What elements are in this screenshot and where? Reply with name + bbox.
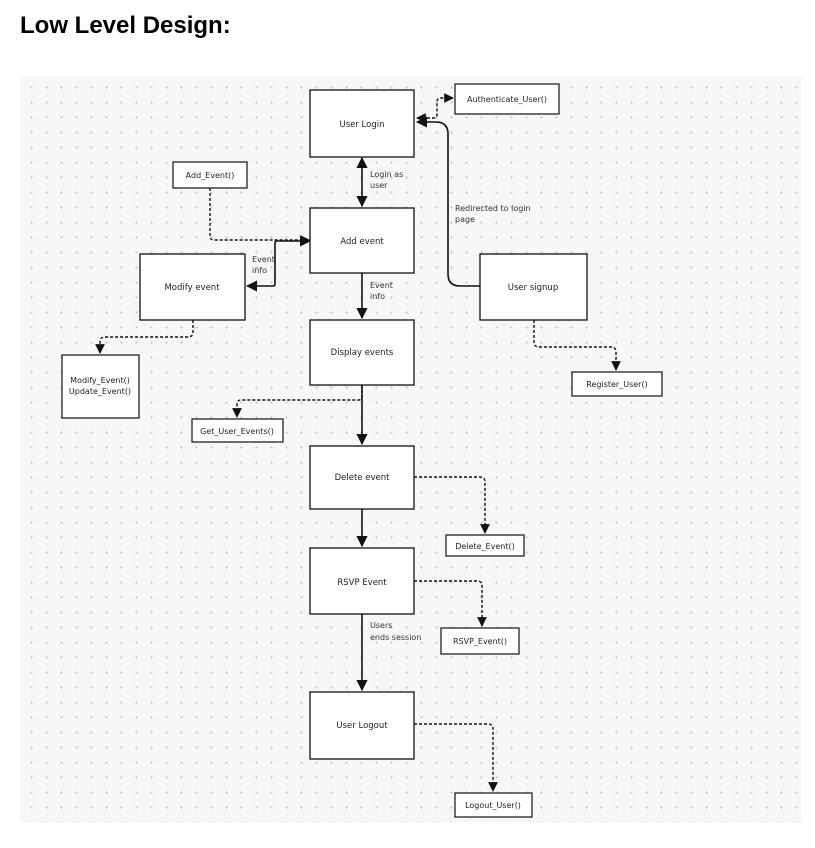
label-redirected-line1: Redirected to login bbox=[455, 204, 531, 213]
fn-get-user-events-label: Get_User_Events() bbox=[200, 427, 274, 436]
fn-register-user-label: Register_User() bbox=[586, 380, 647, 389]
fn-modify-update-event: Modify_Event() Update_Event() bbox=[61, 354, 140, 419]
node-user-signup: User signup bbox=[479, 253, 588, 321]
fn-logout-user-label: Logout_User() bbox=[465, 801, 521, 810]
node-user-logout-label: User Logout bbox=[336, 721, 388, 731]
connector-login-authenticate bbox=[416, 93, 454, 123]
fn-authenticate-user-label: Authenticate_User() bbox=[467, 95, 547, 104]
node-user-logout: User Logout bbox=[309, 691, 415, 760]
fn-logout-user: Logout_User() bbox=[454, 792, 533, 818]
node-delete-event-label: Delete event bbox=[335, 473, 391, 483]
fn-delete-event: Delete_Event() bbox=[445, 534, 525, 557]
label-event-info-down-line1: Event bbox=[370, 281, 393, 290]
node-user-signup-label: User signup bbox=[508, 283, 558, 293]
fn-authenticate-user: Authenticate_User() bbox=[454, 83, 560, 115]
connector-delete-deletefn bbox=[414, 476, 490, 534]
fn-add-event-label: Add_Event() bbox=[186, 171, 235, 180]
label-redirected-line2: page bbox=[455, 215, 475, 224]
node-delete-event: Delete event bbox=[309, 445, 415, 510]
node-modify-event: Modify event bbox=[139, 253, 246, 321]
connector-addeventfn-addevent bbox=[209, 188, 310, 245]
label-event-info-side-line1: Event bbox=[252, 255, 275, 264]
label-event-info-down-line2: info bbox=[370, 292, 385, 301]
label-login-as-user-line2: user bbox=[370, 181, 388, 190]
label-users-ends-session-line2: ends session bbox=[370, 633, 421, 642]
connector-rsvp-rsvpfn bbox=[414, 580, 487, 627]
node-user-login-label: User Login bbox=[339, 120, 384, 130]
node-modify-event-label: Modify event bbox=[164, 283, 220, 293]
node-display-events: Display events bbox=[309, 319, 415, 386]
label-login-as-user-line1: Login as bbox=[370, 170, 403, 179]
fn-register-user: Register_User() bbox=[571, 371, 663, 397]
fn-get-user-events: Get_User_Events() bbox=[191, 418, 284, 443]
node-user-login: User Login bbox=[309, 89, 415, 158]
fn-rsvp-event-label: RSVP_Event() bbox=[453, 637, 507, 646]
fn-add-event: Add_Event() bbox=[172, 161, 248, 189]
fn-modify-event-label: Modify_Event() bbox=[70, 376, 130, 385]
node-display-events-label: Display events bbox=[331, 348, 394, 358]
connector-signup-register bbox=[533, 320, 621, 371]
connector-display-getevents bbox=[232, 385, 363, 418]
label-event-info-side-line2: info bbox=[252, 266, 267, 275]
fn-update-event-label: Update_Event() bbox=[69, 387, 131, 396]
node-rsvp-event: RSVP Event bbox=[309, 547, 415, 615]
node-add-event: Add event bbox=[309, 207, 415, 274]
connector-addevent-modify bbox=[245, 235, 312, 292]
connector-modify-modifyfn bbox=[95, 320, 194, 354]
label-users-ends-session-line1: Users bbox=[370, 621, 392, 630]
node-add-event-label: Add event bbox=[340, 237, 384, 247]
connector-logout-logoutfn bbox=[414, 723, 498, 792]
node-rsvp-event-label: RSVP Event bbox=[337, 578, 387, 588]
page-title: Low Level Design: bbox=[20, 12, 231, 39]
fn-rsvp-event: RSVP_Event() bbox=[440, 627, 520, 655]
fn-delete-event-label: Delete_Event() bbox=[455, 542, 514, 551]
